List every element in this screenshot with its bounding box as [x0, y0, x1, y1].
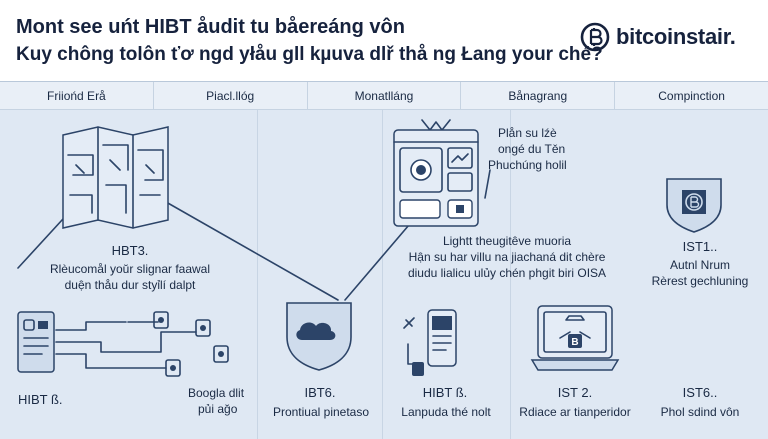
- cloud-shield-icon: [286, 302, 352, 371]
- laptop-lock-icon: B: [530, 305, 620, 371]
- col2-caption: Prontiual pinetaso: [272, 405, 370, 419]
- column-header-4: Bånagrang: [461, 82, 616, 109]
- connector-line: [484, 169, 491, 199]
- col4-title: IST 2.: [557, 385, 593, 400]
- shield-bitcoin-icon: [666, 178, 722, 233]
- col3-title: HIBT ß.: [422, 385, 468, 400]
- col2-title: IBT6.: [304, 385, 336, 400]
- col3-mid-line-2: Hận su har villu na jiachaná dit chère: [408, 250, 606, 264]
- col5-bottom-title: IST6..: [682, 385, 718, 400]
- connector-line: [144, 189, 339, 301]
- document-network-icon: [17, 311, 229, 377]
- column-header-2: Piacl.llóg: [154, 82, 308, 109]
- col3-top-note-line-1: Plån su lźè: [498, 126, 557, 140]
- col5-top-title: IST1..: [682, 239, 718, 254]
- col1-bottom-label: HIBT ß.: [18, 392, 63, 407]
- folded-map-icon: [62, 126, 169, 229]
- col1-bottom-note-line-2: pủi ağo: [198, 402, 238, 416]
- col5-bottom-caption: Phol sdind vôn: [660, 405, 740, 419]
- col3-caption: Lanpuda thé nolt: [401, 405, 491, 419]
- col3-mid-line-1: Lightt theugitêve muoria: [442, 234, 572, 248]
- brand-name: bitcoinstair.: [616, 24, 736, 49]
- header: Mont see uńt HIBT åudit tu båereáng vôn …: [0, 0, 768, 82]
- column-1-area: [0, 110, 258, 439]
- col5-top-line-1: Autnl Nrum: [669, 258, 731, 272]
- col3-top-note-line-2: ongé du Těn: [498, 142, 566, 156]
- brand-logo[interactable]: bitcoinstair.: [580, 22, 736, 52]
- col5-top-line-2: Rèrest gechluning: [651, 274, 749, 288]
- col1-top-line-1: Rlèucomål yoŭr slignar faawal: [49, 262, 211, 276]
- column-header-3: Monatlláng: [308, 82, 462, 109]
- bitcoin-logo-icon: [580, 22, 610, 52]
- col1-top-line-2: duện thåu dur styỉlí dalpt: [64, 278, 196, 292]
- col1-bottom-note-line-1: Boogla dlit: [188, 386, 245, 400]
- svg-text:B: B: [571, 337, 578, 348]
- column-2-area: [258, 110, 383, 439]
- column-header-5: Compinction: [658, 88, 725, 103]
- title-line-1: Mont see uńt HIBT åudit tu båereáng vôn: [16, 16, 405, 38]
- column-3-area: [383, 110, 511, 439]
- column-header-1: Friiońd Erå: [0, 82, 154, 109]
- col3-mid-line-3: diudu lialicu ulủy chén phgit biri OISA: [407, 266, 607, 280]
- mobile-device-icon: [403, 309, 457, 376]
- col4-caption: Rdiace ar tianperidor: [519, 405, 631, 419]
- column-header-bar: Friiońd Erå Piacl.llóg Monatlláng Bånagr…: [0, 82, 768, 110]
- col3-top-note-line-3: Phuchúng holil: [488, 158, 567, 172]
- dashboard-window-icon: [393, 119, 479, 227]
- col1-top-title: HBT3.: [111, 243, 149, 258]
- title-line-2: Kuy chông tolôn ťơ ngd yłåu gll kµuva dl…: [16, 44, 603, 65]
